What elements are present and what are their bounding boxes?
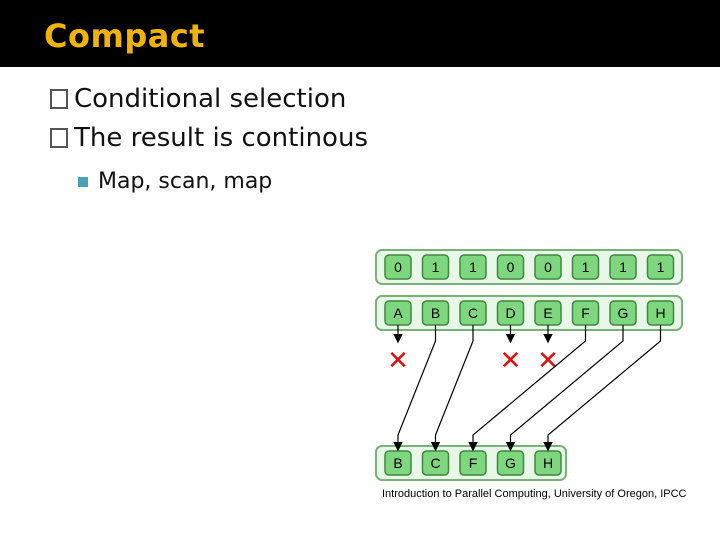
slide-title: Compact [44,17,206,55]
flag-label: 1 [657,259,665,275]
bullet-result-continous: The result is continous [50,125,368,151]
input-label: C [468,305,478,321]
bullet-text: The result is continous [74,123,368,153]
input-label: E [543,305,552,321]
output-label: B [393,455,402,471]
discard-x-icon: ✕ [387,346,409,376]
flag-cell [421,254,450,280]
credit-text: Introduction to Parallel Computing, Univ… [382,488,687,500]
flag-label: 0 [544,259,552,275]
placeholder-box-icon [50,128,68,148]
kept-arrow [543,325,662,452]
flag-cell [646,254,675,280]
sub-bullet-map-scan-map: Map, scan, map [78,171,272,193]
flag-cell [459,254,487,280]
placeholder-box-icon [50,89,68,109]
flag-cell [384,254,412,280]
title-bar [0,0,720,67]
input-label: H [655,305,665,321]
output-label: F [469,455,478,471]
flag-label: 1 [619,259,627,275]
square-bullet-icon [78,177,88,187]
output-label: H [543,455,553,471]
flag-label: 0 [507,259,515,275]
bullet-conditional-selection: Conditional selection [50,86,346,112]
kept-arrow [393,325,437,452]
input-label: A [393,305,403,321]
flag-cell [571,254,600,280]
flag-cell [534,254,562,280]
discard-x-icon: ✕ [500,346,522,376]
sub-bullet-text: Map, scan, map [98,169,273,194]
flag-label: 0 [394,259,402,275]
kept-arrow [505,325,624,452]
bullet-text: Conditional selection [74,84,347,114]
input-label: F [581,305,590,321]
flag-label: 1 [469,259,477,275]
input-label: B [431,305,440,321]
input-label: D [505,305,515,321]
discard-x-icon: ✕ [537,346,559,376]
kept-arrow [430,325,474,452]
flag-cell [609,254,637,280]
flag-label: 1 [432,259,440,275]
flag-cell [496,254,525,280]
output-label: G [505,455,516,471]
input-label: G [618,305,629,321]
output-label: C [430,455,440,471]
flag-label: 1 [582,259,590,275]
flags-row [375,249,683,285]
kept-arrow [468,325,587,452]
compact-diagram: 0 1 1 0 0 1 1 1A B C D E F G H B C F G H ✕ ✕ ✕ [375,249,683,481]
inputs-row [375,295,683,331]
